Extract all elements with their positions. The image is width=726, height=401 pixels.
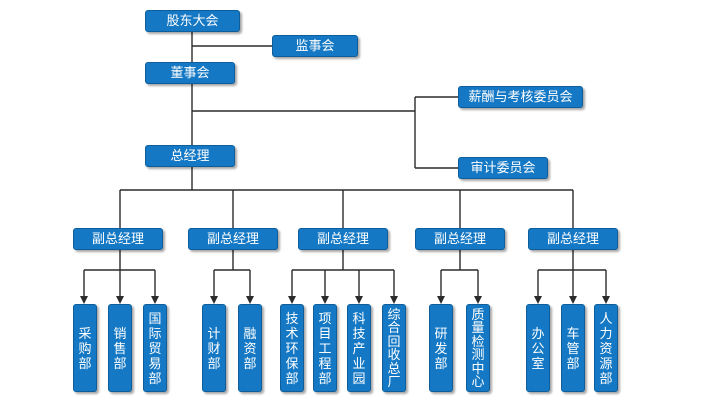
department-label: 销售部 [113,326,127,372]
department-box-quality-testing: 质量检测中心 [466,304,490,392]
department-box-recycling-plant: 综合回收总厂 [382,304,406,392]
dept-bus-2 [214,250,250,271]
department-label: 车管部 [566,326,580,372]
department-label: 研发部 [434,326,448,372]
department-box-rnd: 研发部 [429,304,453,392]
deputy-manager-box: 副总经理 [528,228,618,250]
department-box-sales: 销售部 [108,304,132,392]
dept-bus-1 [84,250,155,271]
department-label: 项目工程部 [318,311,332,387]
shareholders-box: 股东大会 [145,10,240,32]
compensation-committee-box: 薪酬与考核委员会 [458,86,583,108]
supervisory-box: 监事会 [272,35,358,57]
department-box-planning-finance: 计财部 [202,304,226,392]
department-box-human-resources: 人力资源部 [594,304,618,392]
department-label: 综合回收总厂 [387,307,401,390]
department-box-financing: 融资部 [238,304,262,392]
deputy-manager-label: 副总经理 [316,231,369,247]
board-label: 董事会 [170,65,210,81]
department-box-tech-park: 科技产业园 [347,304,371,392]
deputy-manager-box: 副总经理 [188,228,278,250]
deputy-manager-label: 副总经理 [433,231,486,247]
deputy-manager-label: 副总经理 [91,231,144,247]
department-label: 人力资源部 [599,311,613,387]
dept-bus-3 [292,250,394,271]
deputy-manager-box: 副总经理 [415,228,505,250]
dept-bus-5 [538,250,606,271]
department-label: 计财部 [207,326,221,372]
committee-branch [192,96,458,169]
compensation-committee-label: 薪酬与考核委员会 [468,89,573,105]
department-label: 质量检测中心 [471,307,485,390]
general-manager-label: 总经理 [170,148,210,164]
department-label: 科技产业园 [352,311,366,387]
deputy-manager-box: 副总经理 [73,228,163,250]
department-label: 采购部 [78,326,92,372]
department-box-office: 办公室 [526,304,550,392]
department-label: 办公室 [531,326,545,372]
deputy-manager-label: 副总经理 [206,231,259,247]
deputy-bus [119,189,574,228]
dept-bus-4 [441,250,478,271]
department-box-purchasing: 采购部 [73,304,97,392]
department-box-tech-environment: 技术环保部 [280,304,304,392]
department-box-vehicle-management: 车管部 [561,304,585,392]
department-box-project-engineering: 项目工程部 [313,304,337,392]
board-box: 董事会 [145,62,235,84]
audit-committee-label: 审计委员会 [470,160,536,176]
general-manager-box: 总经理 [145,145,235,167]
department-label: 技术环保部 [285,311,299,387]
audit-committee-box: 审计委员会 [458,157,548,179]
deputy-manager-box: 副总经理 [298,228,388,250]
department-label: 融资部 [243,326,257,372]
deputy-manager-label: 副总经理 [546,231,599,247]
department-label: 国际贸易部 [148,311,162,387]
department-box-international-trade: 国际贸易部 [143,304,167,392]
supervisory-label: 监事会 [295,38,335,54]
shareholders-label: 股东大会 [166,13,219,29]
